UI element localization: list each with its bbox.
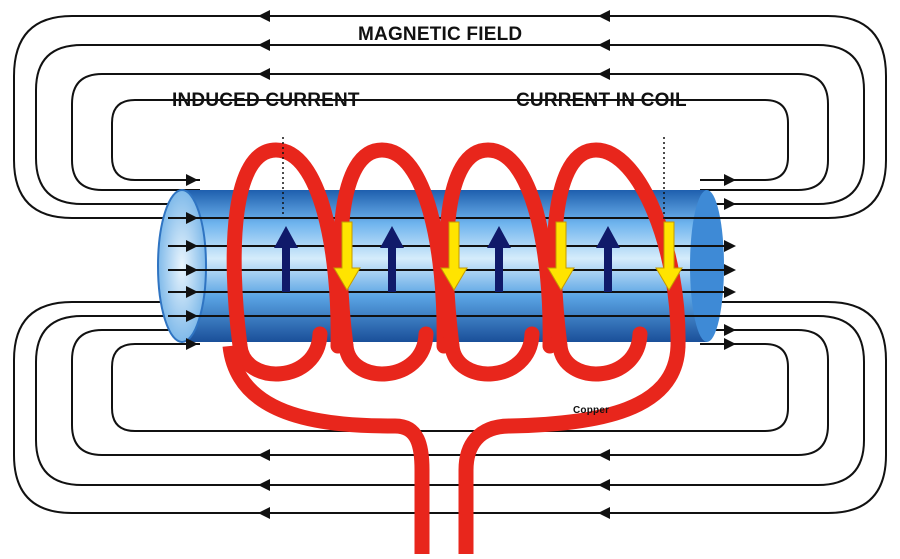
coil-lead-left — [222, 344, 430, 554]
tube-left-opening — [157, 189, 207, 343]
field-loop-lower-3 — [35, 315, 865, 486]
field-loop-lower-1 — [111, 343, 789, 432]
coil-current-arrow-icon — [333, 221, 683, 291]
magnetic-field-label: MAGNETIC FIELD — [358, 24, 523, 45]
coil-turn-3 — [438, 142, 558, 354]
field-arrow-right-icon — [186, 174, 736, 350]
coil-leads — [222, 344, 686, 554]
field-loop-upper-4 — [111, 99, 789, 181]
induced-current-arrow-icon — [274, 226, 620, 292]
field-loop-upper-3 — [71, 73, 829, 191]
field-loop-upper-2 — [35, 44, 865, 205]
label-pointers — [282, 137, 665, 220]
field-loop-lower-2 — [71, 329, 829, 456]
field-loop-lower-4 — [13, 301, 887, 514]
field-loop-upper-1 — [13, 15, 887, 219]
induced-current-label: INDUCED CURRENT — [172, 90, 360, 111]
magnetic-field-lines — [13, 15, 887, 514]
tube-right-end — [690, 190, 724, 342]
coil-lead-right — [458, 345, 686, 554]
field-arrow-left-icon — [258, 10, 610, 519]
current-in-coil-label: CURRENT IN COIL — [516, 90, 687, 111]
copper-label: Copper — [573, 405, 610, 416]
coil-back-strands — [232, 326, 648, 382]
